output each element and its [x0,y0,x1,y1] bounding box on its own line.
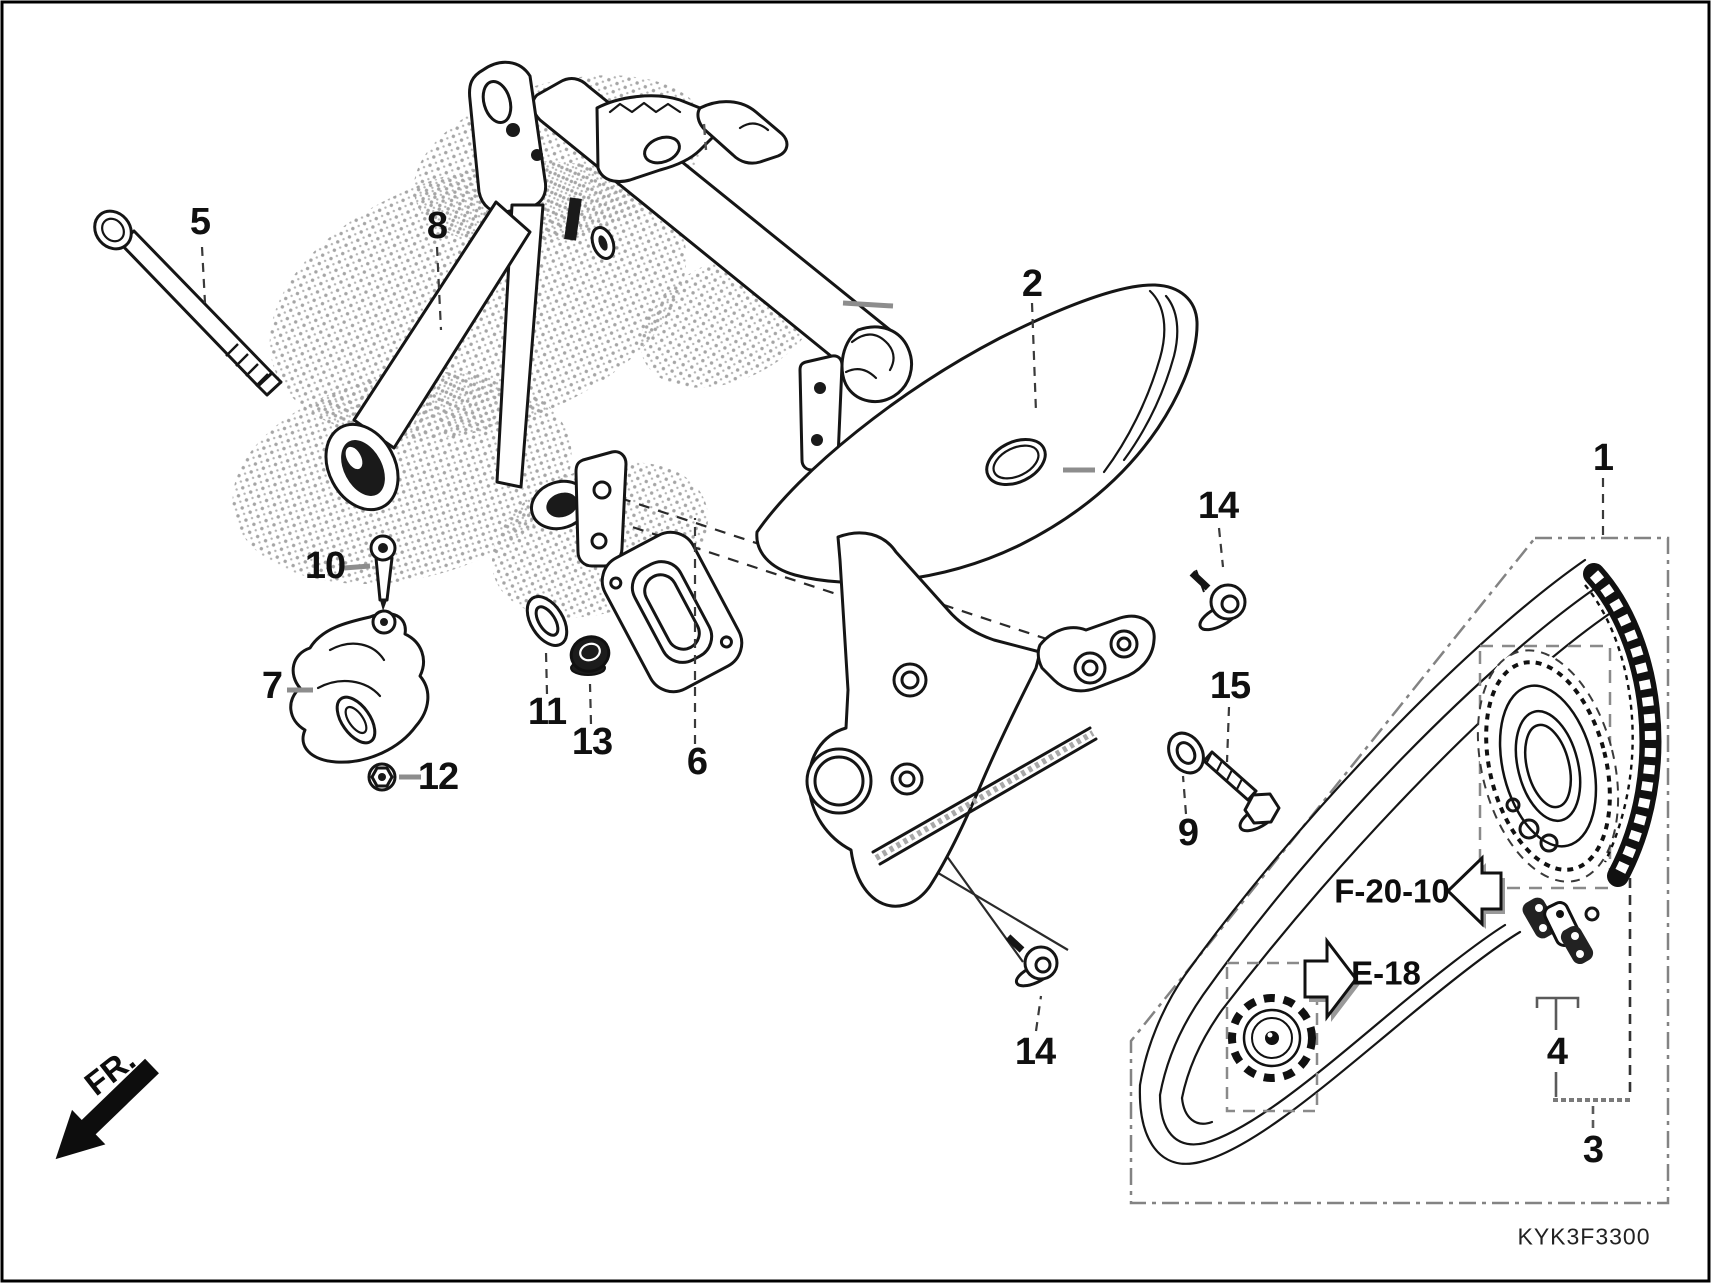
washer-11 [525,595,569,647]
callout-14-bottom[interactable]: 14 [1014,1031,1056,1073]
callout-11[interactable]: 11 [527,691,567,733]
callout-8[interactable]: 8 [426,205,448,247]
callout-13[interactable]: 13 [571,721,613,763]
chain-guide-6 [600,530,744,694]
washer-9-and-bolt-15 [1167,731,1281,833]
front-sprocket-drawing [1225,961,1319,1113]
ref-arrow-f2010 [1445,854,1505,929]
pivot-bolt-5 [93,209,283,397]
chain-case-drawing [755,283,1199,908]
callout-10[interactable]: 10 [304,545,346,587]
ref-link-e-18[interactable]: E-18 [1351,954,1421,992]
ref-link-f-20-10[interactable]: F-20-10 [1334,872,1450,910]
callout-brackets [1535,878,1633,1130]
callout-4[interactable]: 4 [1546,1031,1568,1073]
callout-9[interactable]: 9 [1177,812,1199,854]
callout-1[interactable]: 1 [1592,437,1614,479]
pin-10 [369,534,397,611]
master-link-parts [1522,897,1600,965]
callout-14-top[interactable]: 14 [1197,485,1239,527]
callout-2[interactable]: 2 [1021,263,1043,305]
screw-14-bottom [1005,934,1059,988]
leader-lines [200,246,1605,1032]
nut-12 [367,762,397,792]
callout-6[interactable]: 6 [686,741,708,783]
nut-13 [569,635,611,676]
fr-arrow [55,1058,159,1160]
callout-7[interactable]: 7 [261,665,283,707]
screw-14-top [1189,569,1247,632]
chain-assembly-drawing [1129,536,1670,1205]
drawing-code: KYK3F3300 [1517,1223,1651,1250]
chain-adjuster-7 [289,609,430,764]
callout-12[interactable]: 12 [417,756,459,798]
callout-15[interactable]: 15 [1209,665,1251,707]
ref-arrow-e18 [1303,936,1360,1022]
callout-5[interactable]: 5 [189,201,211,243]
swingarm-drawing [324,60,913,568]
callout-3[interactable]: 3 [1582,1129,1604,1171]
